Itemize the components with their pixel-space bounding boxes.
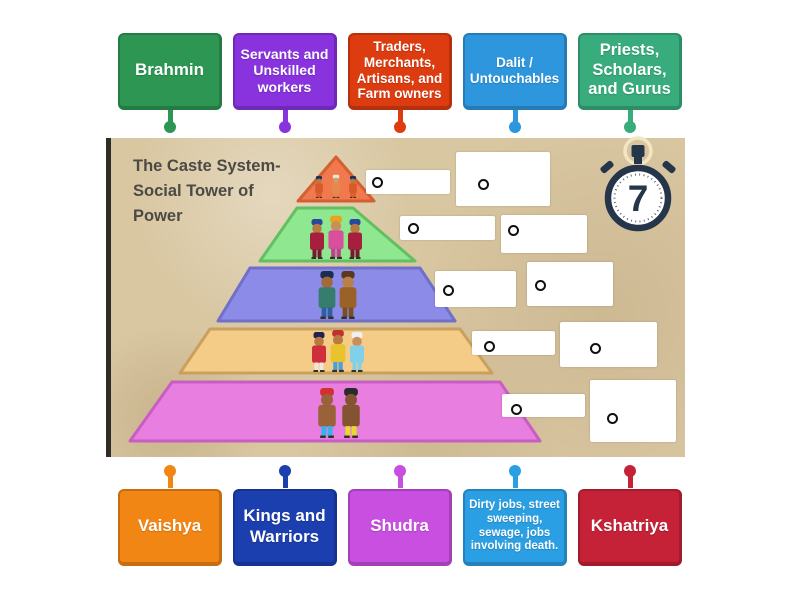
label-card-text: Brahmin — [135, 60, 204, 80]
drop-zone-level5-a[interactable] — [502, 394, 585, 417]
drop-zone-level3-b[interactable] — [527, 262, 613, 306]
diagram-title: The Caste System- Social Tower of Power — [133, 154, 303, 228]
label-card-priests-scholars-gurus[interactable]: Priests, Scholars, and Gurus — [578, 33, 682, 110]
label-card-text: Kshatriya — [590, 516, 669, 536]
label-card-dalit-untouchables[interactable]: Dalit / Untouchables — [463, 33, 567, 110]
connector-ring[interactable] — [477, 178, 489, 190]
diagram-title-line: The Caste System- — [133, 157, 281, 175]
diagram-title-line: Power — [133, 206, 183, 225]
connector-pin — [118, 465, 222, 488]
connector-ring[interactable] — [534, 279, 546, 291]
connector-ring[interactable] — [507, 224, 519, 236]
label-card-traders-merchants[interactable]: Traders, Merchants, Artisans, and Farm o… — [348, 33, 452, 110]
label-card-text: Dalit / Untouchables — [469, 54, 560, 86]
label-card-text: Servants and Unskilled workers — [240, 45, 329, 95]
label-card-text: Dirty jobs, street sweeping, sewage, job… — [469, 499, 560, 553]
connector-ring[interactable] — [589, 342, 601, 354]
label-card-text: Traders, Merchants, Artisans, and Farm o… — [356, 38, 443, 102]
label-card-text: Kings and Warriors — [243, 506, 326, 546]
connector-pin — [578, 465, 682, 488]
drop-zone-level3-a[interactable] — [435, 271, 516, 307]
drop-zone-level4-b[interactable] — [560, 322, 657, 367]
connector-pin — [463, 465, 567, 488]
connector-pin — [463, 110, 567, 133]
drop-zone-level1-b[interactable] — [456, 152, 550, 206]
label-card-text: Priests, Scholars, and Gurus — [588, 41, 671, 99]
connector-pin — [348, 110, 452, 133]
drop-zone-level5-b[interactable] — [590, 380, 676, 442]
drop-zone-level1-a[interactable] — [366, 170, 450, 194]
connector-ring[interactable] — [510, 403, 522, 415]
connector-pin — [578, 110, 682, 133]
connector-ring[interactable] — [407, 222, 419, 234]
drop-zone-level4-a[interactable] — [472, 331, 555, 355]
connector-pin — [233, 110, 337, 133]
label-card-kshatriya[interactable]: Kshatriya — [578, 489, 682, 566]
connector-pin — [118, 110, 222, 133]
label-card-servants-unskilled-workers[interactable]: Servants and Unskilled workers — [233, 33, 337, 110]
connector-pin — [233, 465, 337, 488]
label-card-text: Shudra — [370, 516, 429, 536]
label-card-shudra[interactable]: Shudra — [348, 489, 452, 566]
drop-zone-level2-b[interactable] — [501, 215, 587, 253]
label-card-vaishya[interactable]: Vaishya — [118, 489, 222, 566]
drop-zone-level2-a[interactable] — [400, 216, 495, 240]
label-card-text: Vaishya — [137, 516, 202, 536]
label-card-dirty-jobs[interactable]: Dirty jobs, street sweeping, sewage, job… — [463, 489, 567, 566]
diagram-title-line: Social Tower of — [133, 181, 254, 200]
connector-ring[interactable] — [372, 176, 383, 188]
connector-ring[interactable] — [483, 340, 495, 352]
connector-pin — [348, 465, 452, 488]
label-card-brahmin[interactable]: Brahmin — [118, 33, 222, 110]
connector-ring[interactable] — [606, 412, 618, 424]
connector-ring[interactable] — [442, 284, 454, 296]
label-card-kings-and-warriors[interactable]: Kings and Warriors — [233, 489, 337, 566]
